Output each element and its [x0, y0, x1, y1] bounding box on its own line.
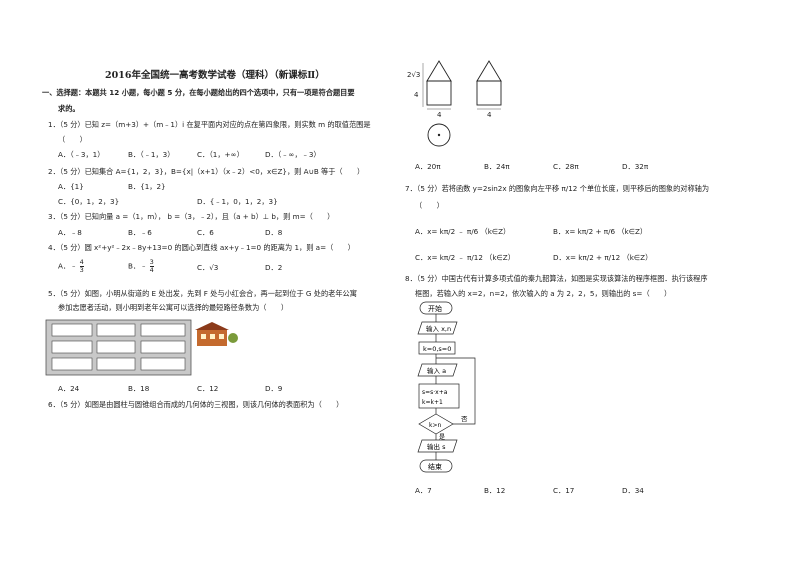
- q2-option-d[interactable]: D．{﹣1，0，1，2，3}: [197, 197, 278, 206]
- q4-a-numerator: 4: [79, 258, 84, 267]
- section-header: 一、选择题：本题共 12 小题，每小题 5 分，在每小题给出的四个选项中，只有一…: [42, 88, 355, 97]
- q7-option-a[interactable]: A．x= kπ/2 ﹣ π/6 （k∈Z）: [415, 227, 511, 236]
- flowchart-condition: k>n: [429, 422, 442, 429]
- q2-stem: 2．（5 分）已知集合 A={1，2，3}，B={x|（x+1）（x﹣2）<0，…: [48, 167, 365, 176]
- q4-option-c[interactable]: C．√3: [197, 263, 219, 272]
- flowchart-step-k: k=k+1: [422, 399, 443, 406]
- q1-stem-cont: （ ）: [58, 135, 87, 144]
- q8-option-c[interactable]: C．17: [553, 486, 575, 495]
- q6-option-c[interactable]: C．28π: [553, 162, 579, 171]
- flowchart-input-xn: 输入 x,n: [426, 324, 451, 333]
- q6-stem: 6．（5 分）如图是由圆柱与圆锥组合而成的几何体的三视图，则该几何体的表面积为（…: [48, 400, 344, 409]
- q4-option-a[interactable]: A．﹣ 4 3: [58, 258, 84, 274]
- q5-option-b[interactable]: B．18: [128, 384, 150, 393]
- flowchart-output: 输出 s: [427, 442, 446, 451]
- q4-option-d[interactable]: D．2: [265, 263, 283, 272]
- q1-option-b[interactable]: B．（﹣1，3）: [128, 150, 175, 159]
- flowchart-yes-label: 是: [439, 434, 445, 441]
- q8-option-d[interactable]: D．34: [622, 486, 644, 495]
- q4-b-denominator: 4: [149, 266, 154, 274]
- q6-option-d[interactable]: D．32π: [622, 162, 649, 171]
- q6-label-side: 4: [414, 91, 419, 99]
- q8-option-a[interactable]: A．7: [415, 486, 432, 495]
- q1-option-a[interactable]: A．（﹣3，1）: [58, 150, 105, 159]
- q3-option-b[interactable]: B．﹣6: [128, 228, 152, 237]
- q4-option-b[interactable]: B．﹣ 3 4: [128, 258, 154, 274]
- q7-option-c[interactable]: C．x= kπ/2 ﹣ π/12 （k∈Z）: [415, 253, 515, 262]
- q1-stem: 1．（5 分）已知 z=（m+3）+（m﹣1）i 在复平面内对应的点在第四象限，…: [48, 120, 371, 129]
- q5-stem: 5．（5 分）如图，小明从街道的 E 处出发，先到 F 处与小红会合，再一起到位…: [48, 289, 357, 298]
- flowchart-step-s: s=s·x+a: [422, 389, 448, 396]
- q7-option-b[interactable]: B．x= kπ/2 + π/6 （k∈Z）: [553, 227, 648, 236]
- section-header-cont: 求的。: [58, 104, 80, 113]
- q6-label-height: 2√3: [407, 71, 420, 79]
- q5-stem-cont: 参加志愿者活动，则小明到老年公寓可以选择的最短路径条数为（ ）: [58, 303, 289, 312]
- q8-stem-cont: 框图，若输入的 x=2，n=2，依次输入的 a 为 2，2，5，则输出的 s=（…: [415, 289, 672, 298]
- q5-option-a[interactable]: A．24: [58, 384, 80, 393]
- q1-option-c[interactable]: C．（1，+∞）: [197, 150, 244, 159]
- house-icon: [195, 322, 238, 346]
- q3-option-d[interactable]: D．8: [265, 228, 283, 237]
- q6-option-b[interactable]: B．24π: [484, 162, 510, 171]
- q2-option-b[interactable]: B．{1，2}: [128, 182, 166, 191]
- q3-stem: 3．（5 分）已知向量 a =（1，m）， b =（3，﹣2），且（a + b）…: [48, 212, 335, 221]
- q8-option-b[interactable]: B．12: [484, 486, 506, 495]
- q5-street-grid-figure: [45, 319, 238, 376]
- q4-b-numerator: 3: [149, 258, 154, 267]
- flowchart-init: k=0,s=0: [423, 345, 451, 353]
- q6-label-width-left: 4: [437, 111, 442, 119]
- q7-stem: 7．（5 分）若将函数 y=2sin2x 的图象向左平移 π/12 个单位长度，…: [405, 184, 710, 193]
- q6-three-view-figure: 2√3 4 4 4: [407, 60, 502, 147]
- flowchart-end: 结束: [428, 462, 442, 471]
- q3-option-c[interactable]: C．6: [197, 228, 214, 237]
- page-title: 2016年全国统一高考数学试卷（理科）（新课标Ⅱ）: [105, 70, 325, 81]
- q1-option-d[interactable]: D．（﹣∞，﹣3）: [265, 150, 321, 159]
- q4-a-denominator: 3: [79, 266, 84, 274]
- q6-option-a[interactable]: A．20π: [415, 162, 441, 171]
- q6-label-width-right: 4: [487, 111, 492, 119]
- q7-stem-cont: （ ）: [415, 201, 444, 210]
- q8-flowchart: 开始 输入 x,n k=0,s=0 输入 a s=s·x+a k=k+1 k>n…: [417, 301, 476, 473]
- q4-stem: 4．（5 分）圆 x²+y²﹣2x﹣8y+13=0 的圆心到直线 ax+y﹣1=…: [48, 243, 355, 252]
- q2-option-c[interactable]: C．{0，1，2，3}: [58, 197, 120, 206]
- q5-option-d[interactable]: D．9: [265, 384, 283, 393]
- flowchart-input-a: 输入 a: [427, 366, 446, 375]
- flowchart-no-label: 否: [461, 415, 468, 423]
- q3-option-a[interactable]: A．﹣8: [58, 228, 82, 237]
- q7-option-d[interactable]: D．x= kπ/2 + π/12 （k∈Z）: [553, 253, 653, 262]
- flowchart-start: 开始: [428, 304, 442, 313]
- q2-option-a[interactable]: A．{1}: [58, 182, 84, 191]
- q8-stem: 8．（5 分）中国古代有计算多项式值的秦九韶算法，如图是实现该算法的程序框图．执…: [405, 274, 708, 283]
- q5-option-c[interactable]: C．12: [197, 384, 219, 393]
